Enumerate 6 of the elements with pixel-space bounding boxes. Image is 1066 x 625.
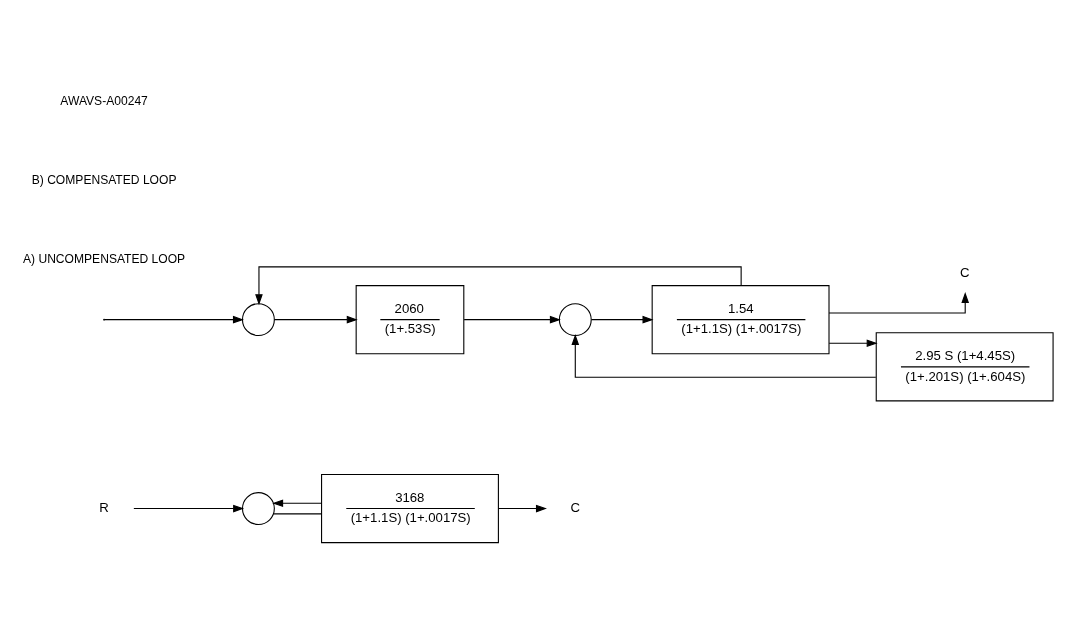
label: B) COMPENSATED LOOP: [31, 173, 177, 188]
node-text: C: [570, 499, 581, 515]
node-text: C: [959, 264, 970, 280]
label: AWAVS-A00247: [60, 94, 148, 109]
label: A) UNCOMPENSATED LOOP: [23, 252, 186, 267]
node-text: R: [99, 499, 109, 515]
